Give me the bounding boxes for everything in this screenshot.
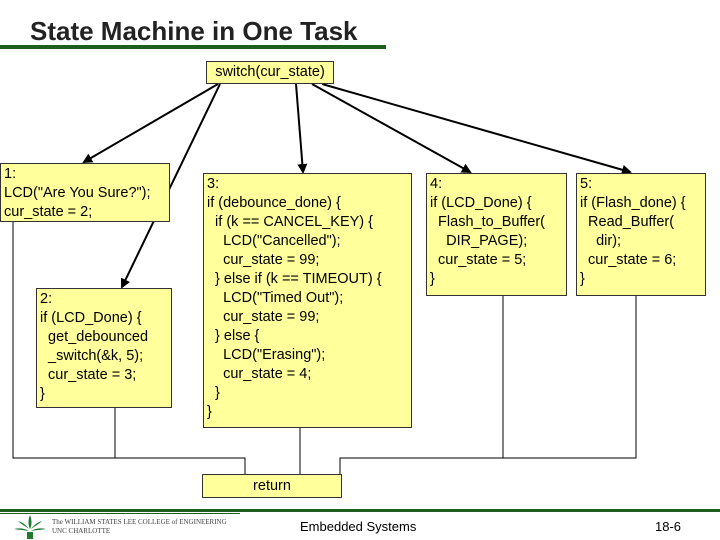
slide-title: State Machine in One Task [30, 16, 358, 46]
flow-state5-return [503, 296, 637, 459]
switch-box: switch(cur_state) [206, 61, 334, 84]
flow-state1-return [12, 222, 246, 474]
arrow-to-state3 [295, 83, 308, 174]
state2-box: 2: if (LCD_Done) { get_debounced _switch… [36, 288, 172, 408]
college-logo-icon [14, 515, 46, 539]
flow-state4-return [339, 296, 504, 474]
title-underline [0, 45, 386, 49]
state5-box: 5: if (Flash_done) { Read_Buffer( dir); … [576, 173, 706, 296]
footer-rule-thin [0, 513, 240, 514]
arrow-to-state2 [120, 83, 221, 289]
page-number: 18-6 [655, 519, 682, 534]
arrow-to-state1 [82, 83, 219, 164]
footer-course: Embedded Systems [300, 519, 417, 534]
college-line1: The WILLIAM STATES LEE COLLEGE of ENGINE… [52, 518, 227, 526]
arrow-to-state5 [321, 83, 632, 175]
state4-box: 4: if (LCD_Done) { Flash_to_Buffer( DIR_… [426, 173, 567, 296]
college-line2: UNC CHARLOTTE [52, 527, 111, 535]
state1-box: 1: LCD("Are You Sure?"); cur_state = 2; [0, 163, 170, 222]
footer-rule [0, 509, 720, 512]
state3-box: 3: if (debounce_done) { if (k == CANCEL_… [203, 173, 412, 428]
arrow-to-state4 [311, 83, 472, 173]
return-box: return [202, 474, 342, 498]
college-name: The WILLIAM STATES LEE COLLEGE of ENGINE… [52, 518, 227, 536]
